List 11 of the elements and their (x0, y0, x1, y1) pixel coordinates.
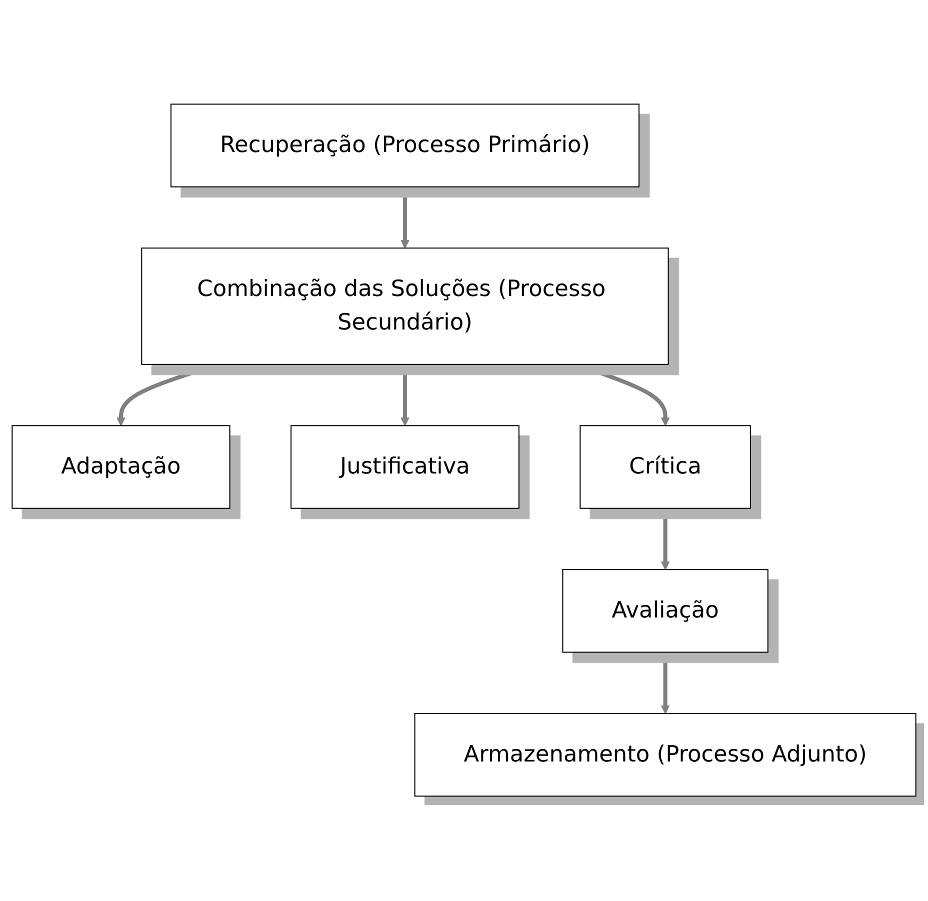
arrow (660, 652, 670, 714)
node-box: Recuperação (Processo Primário) (170, 104, 640, 188)
node-box: Crítica (580, 426, 751, 510)
node-box: Combinação das Soluções (Processo Secundário) (141, 248, 669, 366)
node-box: Armazenamento (Processo Adjunto) (414, 713, 916, 797)
node-box: Adaptação (12, 426, 230, 510)
node-box: Justificativa (290, 426, 520, 510)
arrow (660, 508, 670, 570)
arrow (400, 187, 410, 249)
arrow (400, 364, 410, 426)
node-box: Avaliação (562, 569, 768, 654)
